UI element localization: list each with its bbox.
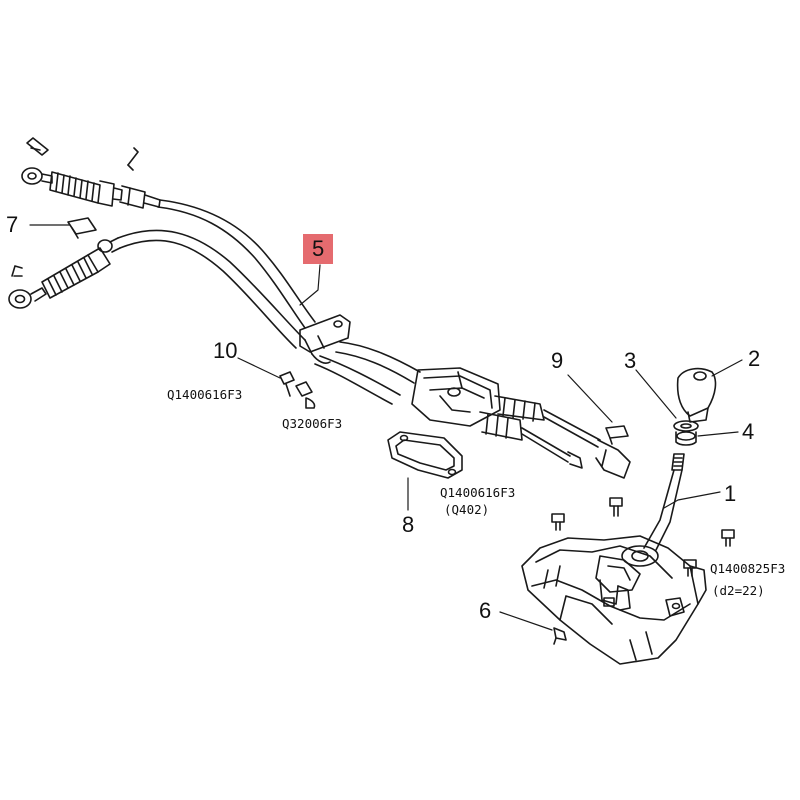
callout-10: 10 — [213, 338, 238, 363]
lower-cable-end — [8, 237, 121, 309]
callout-6: 6 — [479, 598, 492, 623]
shift-lever-part-1 — [643, 453, 685, 551]
part-code-8b: (Q402) — [444, 502, 490, 517]
part-code-8a: Q1400616F3 — [440, 485, 516, 500]
callout-1: 1 — [724, 481, 737, 506]
loose-bolts — [551, 497, 735, 607]
clip-part-7 — [67, 217, 97, 239]
nut-and-washer-parts-3-4 — [673, 420, 699, 446]
cables-to-housing — [314, 341, 421, 405]
clip-part-6 — [553, 627, 567, 645]
callout-4: 4 — [742, 419, 755, 444]
part-code-10b: Q32006F3 — [282, 416, 343, 431]
part-code-10a: Q1400616F3 — [167, 387, 243, 402]
upper-cable-end — [21, 137, 161, 209]
callout-2: 2 — [748, 346, 761, 371]
retaining-clip-part-9 — [605, 425, 629, 445]
callout-8: 8 — [402, 512, 415, 537]
callout-9: 9 — [551, 348, 564, 373]
bolt-part-10 — [279, 371, 316, 409]
part-code-1a: Q1400825F3 — [710, 561, 786, 576]
gasket-part-8 — [387, 431, 463, 479]
part-code-1b: (d2=22) — [712, 583, 765, 598]
callout-5-highlighted: 5 — [303, 234, 334, 264]
cable-end-fittings — [479, 395, 631, 479]
callout-3: 3 — [624, 348, 637, 373]
shift-knob-part-2 — [676, 367, 717, 423]
lower-cable — [117, 229, 306, 349]
cable-mounting-bracket — [299, 314, 351, 364]
upper-cable — [157, 199, 316, 329]
callout-7: 7 — [6, 212, 19, 237]
leader-lines — [29, 224, 743, 631]
cable-connector-housing — [411, 367, 501, 427]
